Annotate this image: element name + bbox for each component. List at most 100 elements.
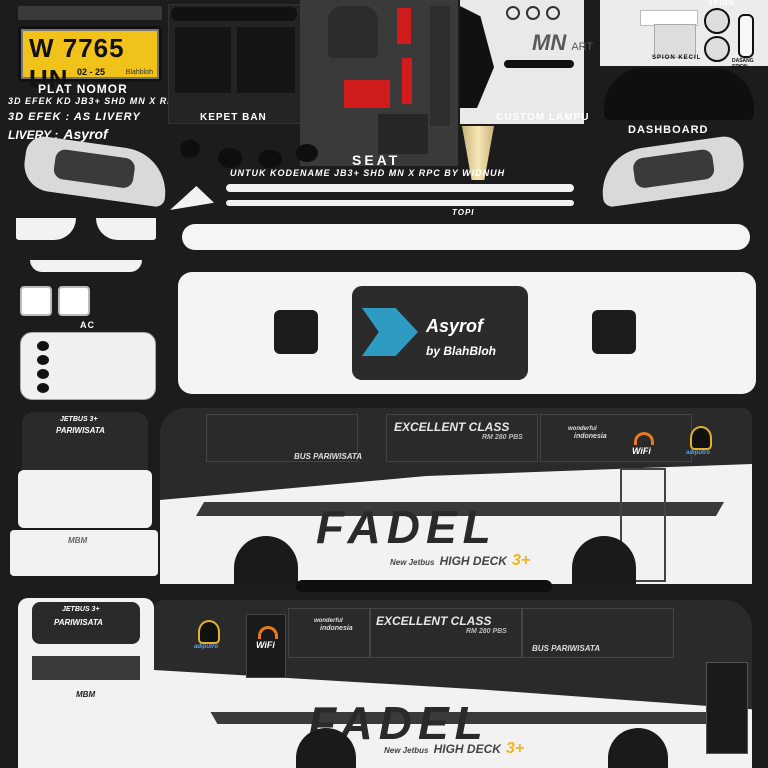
side-right-window-3 [540, 414, 692, 462]
front-top-badge: JETBUS 3+ [60, 416, 98, 423]
front-face-2: JETBUS 3+ PARIWISATA MBM [18, 598, 154, 768]
side-left-wifi: WiFi [256, 640, 275, 650]
spion-label: SPION [708, 0, 735, 7]
custom-lampu-label: CUSTOM LAMPU [496, 112, 590, 123]
side-left-model-suffix: 3+ [506, 740, 525, 757]
plate-brand: Blahbloh [125, 69, 153, 76]
headlight-left-lens [52, 148, 136, 190]
front-face-2-pariwisata: PARIWISATA [54, 618, 103, 627]
mirror-2-icon [704, 36, 730, 62]
mn-text: MN [532, 30, 567, 55]
side-left-window-3 [522, 608, 674, 658]
wifi-icon-2 [258, 626, 278, 639]
livery-credit: LIVERY : Asyrof [8, 124, 108, 143]
spion-kecil-label: SPION KECIL [652, 55, 702, 61]
seat-red-stripe-2 [402, 58, 412, 104]
mudflap-left [175, 27, 231, 93]
headlight-right-lens [632, 148, 716, 190]
front-face-2-grille-badge: MBM [76, 690, 96, 699]
front-bumper-badge: MBM [68, 536, 88, 545]
plate-number: W 7765 UN [29, 33, 125, 94]
roof-hatch-left [274, 310, 318, 354]
side-left-adiputro: adiputro [194, 644, 218, 650]
spion-kecil-box [654, 24, 696, 58]
side-left-class-sub: RM 280 PBS [466, 628, 507, 635]
side-left-wonderful-main: indonesia [320, 625, 353, 632]
side-left-body: adiputro WiFi wonderful indonesia EXCELL… [154, 600, 752, 768]
side-right-body: EXCELLENT CLASS RM 280 PBS BUS PARIWISAT… [160, 408, 752, 584]
wifi-icon [634, 432, 654, 445]
adiputro-logo-icon [690, 426, 712, 450]
side-right-window-1 [206, 414, 358, 462]
side-right-wonderful-small: wonderful [568, 426, 597, 432]
lamp-ring-3 [546, 6, 560, 20]
roof-logo-panel: Asyrof by BlahBloh [352, 286, 528, 380]
efek-label: 3D EFEK : AS LIVERY [8, 111, 141, 123]
side-left-model-prefix: New Jetbus [384, 746, 429, 755]
side-right-model-suffix: 3+ [512, 552, 531, 569]
topi-strip-2 [226, 200, 574, 206]
livery-author: Asyrof [63, 126, 108, 142]
front-face-2-badge: JETBUS 3+ [62, 606, 100, 613]
topi-strip-1 [226, 184, 574, 192]
roof-logo-name: Asyrof [426, 316, 484, 336]
side-left-wonderful-small: wonderful [314, 618, 343, 624]
front-face-2-grille [32, 656, 140, 680]
side-left-door [246, 614, 286, 678]
side-right-window-2 [386, 414, 538, 462]
side-right-name: FADEL [316, 501, 497, 553]
seat-label: SEAT [352, 152, 401, 168]
side-right-wheel-rear [572, 536, 636, 584]
seat-shape-1 [328, 6, 378, 58]
roof-logo-emblem [362, 308, 418, 356]
seat-red-stripe-1 [397, 8, 411, 44]
kepet-ban-label: KEPET BAN [200, 112, 267, 123]
ac-label: AC [80, 320, 95, 330]
ac-vent-4 [37, 383, 49, 393]
side-right-class-sub: RM 280 PBS [482, 434, 523, 441]
bumper-strip [30, 260, 142, 272]
lamp-ring-2 [526, 6, 540, 20]
roof-cap-bar [182, 224, 750, 250]
headlight-right [596, 134, 748, 208]
side-right-wonderful-main: indonesia [574, 433, 607, 440]
side-left-class: EXCELLENT CLASS [376, 614, 492, 628]
art-text: ART [571, 41, 594, 53]
kepet-ban-panel [168, 4, 302, 124]
side-left-window-2 [370, 608, 522, 658]
side-right-bus-type: BUS PARIWISATA [294, 452, 362, 461]
tire-icon-4 [296, 144, 318, 162]
side-right-model-prefix: New Jetbus [390, 558, 435, 567]
dashboard-shape [604, 68, 754, 120]
plate-top-strip [18, 6, 162, 20]
side-left-window-1 [288, 608, 370, 658]
license-plate: W 7765 UN 02 - 25 Blahbloh [18, 26, 162, 94]
roof-logo-by: by BlahBloh [426, 344, 497, 358]
side-left-model: New Jetbus HIGH DECK 3+ [384, 738, 524, 758]
side-divider-strip [296, 580, 552, 592]
dashboard-label: DASHBOARD [628, 124, 709, 136]
mudflap-top [171, 7, 297, 21]
adiputro-logo-icon-2 [198, 620, 220, 644]
lamp-ring-1 [506, 6, 520, 20]
untuk-label: UNTUK KODENAME JB3+ SHD MN X RPC BY WIDN… [230, 168, 506, 178]
side-right-adiputro: adiputro [686, 450, 710, 456]
front-top: JETBUS 3+ PARIWISATA [22, 412, 148, 470]
lamp-strip [460, 6, 494, 108]
side-right-model: New Jetbus HIGH DECK 3+ [390, 550, 530, 570]
front-top-pariwisata: PARIWISATA [56, 426, 105, 435]
ac-unit [20, 332, 156, 400]
side-left-model-main: HIGH DECK [433, 742, 501, 756]
credit-line-label: 3D EFEK KD JB3+ SHD MN X RPC [8, 96, 182, 106]
topi-label: TOPI [452, 208, 475, 217]
mn-art-watermark: MN ART [532, 30, 593, 56]
ac-box-1 [20, 286, 52, 316]
front-face-2-header: JETBUS 3+ PARIWISATA [32, 602, 140, 644]
ac-vent-1 [37, 341, 49, 351]
side-left-wheel-rear [608, 728, 668, 768]
tire-icon-1 [180, 140, 200, 158]
ac-vent-2 [37, 355, 49, 365]
tire-icon-2 [218, 148, 242, 168]
mirror-arm-icon [738, 14, 754, 58]
plat-nomor-label: PLAT NOMOR [38, 82, 128, 96]
